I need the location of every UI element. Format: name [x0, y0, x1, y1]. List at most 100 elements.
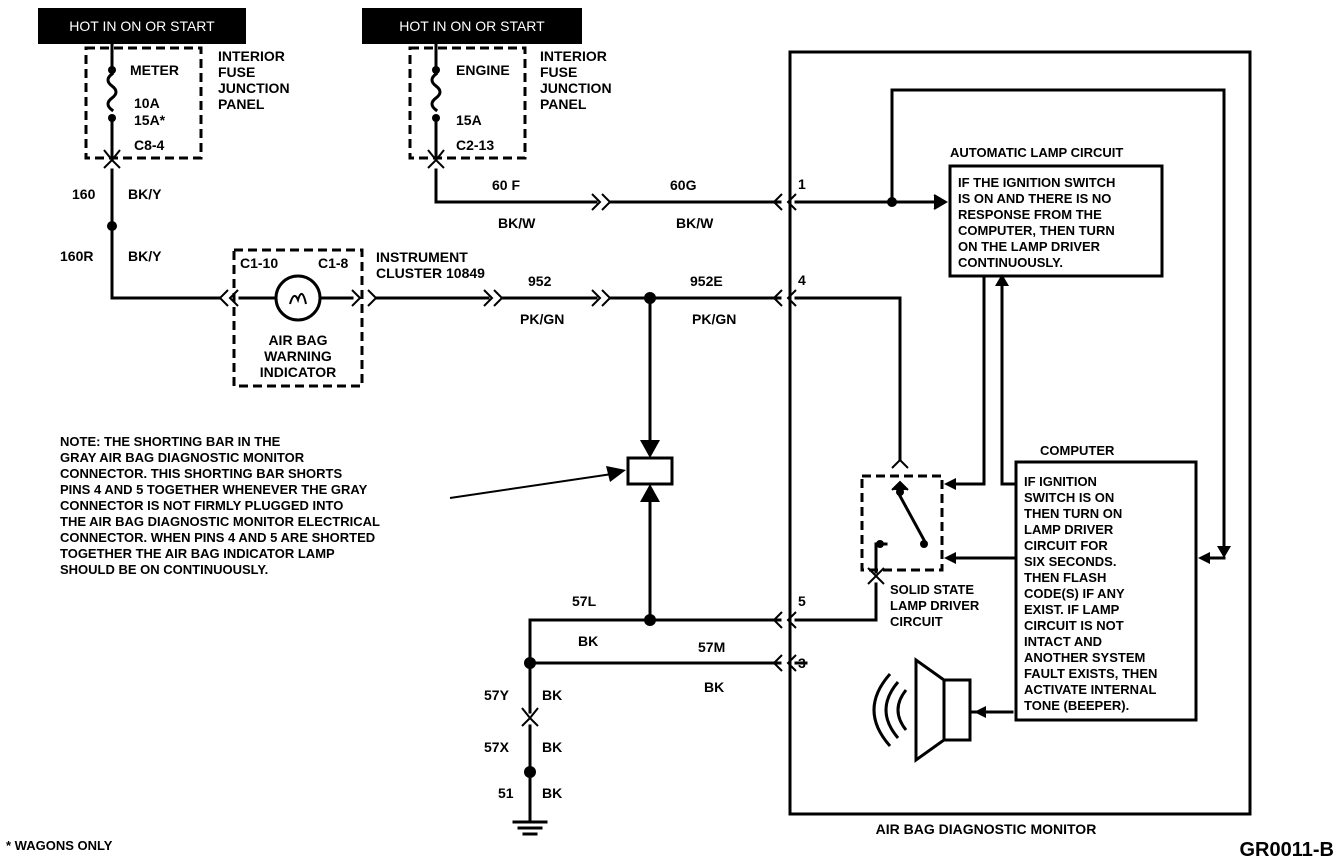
- driver-label-1: SOLID STATE: [890, 582, 974, 597]
- computer-text-9: EXIST. IF LAMP: [1024, 602, 1120, 617]
- driver-label-2: LAMP DRIVER: [890, 598, 980, 613]
- ground-wire-group: 57L BK 57M BK 57Y BK 57X BK 51 BK: [484, 593, 797, 836]
- diagnostic-monitor: AIR BAG DIAGNOSTIC MONITOR 1 4 5 3 AUTOM…: [788, 50, 1252, 837]
- panel-label-left-1: INTERIOR: [218, 48, 285, 64]
- computer-text-10: CIRCUIT IS NOT: [1024, 618, 1124, 633]
- wire-57y-color: BK: [542, 687, 562, 703]
- computer-text-8: CODE(S) IF ANY: [1024, 586, 1125, 601]
- wire-51-label: 51: [498, 785, 514, 801]
- indicator-dashed-box: [232, 248, 364, 388]
- wire-60-group: 60 F BK/W 60G BK/W: [434, 168, 797, 231]
- panel-label-right-3: JUNCTION: [540, 80, 612, 96]
- lamp-circuit-text-6: CONTINUOUSLY.: [958, 255, 1063, 270]
- header-left-text: HOT IN ON OR START: [69, 18, 215, 34]
- lamp-driver-box: [860, 474, 944, 572]
- computer-box: [1014, 460, 1198, 722]
- wire-952-group: 952 PK/GN 952E PK/GN: [374, 273, 797, 327]
- lamp-circuit-text-3: RESPONSE FROM THE: [958, 207, 1102, 222]
- computer-text-12: ANOTHER SYSTEM: [1024, 650, 1145, 665]
- wire-57y-label: 57Y: [484, 687, 510, 703]
- wire-60f-label: 60 F: [492, 177, 520, 193]
- diagram-id: GR0011-B: [1240, 839, 1335, 861]
- fuse-engine-rating: 15A: [456, 112, 482, 128]
- driver-label-3: CIRCUIT: [890, 614, 943, 629]
- wire-160-color: BK/Y: [128, 186, 162, 202]
- lamp-circuit-box: [948, 164, 1164, 278]
- panel-label-left-3: JUNCTION: [218, 80, 290, 96]
- pin-5: 5: [798, 593, 806, 609]
- wire-57m-label: 57M: [698, 639, 725, 655]
- fuse-meter-group: HOT IN ON OR START METER 10A 15A* C8-4 I…: [38, 8, 290, 169]
- computer-text-7: THEN FLASH: [1024, 570, 1106, 585]
- note-line-7: CONNECTOR. WHEN PINS 4 AND 5 ARE SHORTED: [60, 530, 375, 545]
- panel-label-right-4: PANEL: [540, 96, 587, 112]
- wire-952-color: PK/GN: [520, 311, 564, 327]
- header-right-text: HOT IN ON OR START: [399, 18, 545, 34]
- lamp-circuit-text-2: IS ON AND THERE IS NO: [958, 191, 1111, 206]
- computer-text-2: SWITCH IS ON: [1024, 490, 1114, 505]
- note-line-3: CONNECTOR. THIS SHORTING BAR SHORTS: [60, 466, 342, 481]
- wire-160r-label: 160R: [60, 248, 93, 264]
- indicator-conn-right: C1-8: [318, 255, 349, 271]
- shorting-bar: [626, 456, 674, 486]
- fuse-panel-right-box: [408, 46, 527, 160]
- wire-952e-color: PK/GN: [692, 311, 736, 327]
- computer-text-15: TONE (BEEPER).: [1024, 698, 1129, 713]
- note-group: NOTE: THE SHORTING BAR IN THE GRAY AIR B…: [60, 434, 380, 577]
- lamp-circuit-text-4: COMPUTER, THEN TURN: [958, 223, 1115, 238]
- computer-text-14: ACTIVATE INTERNAL: [1024, 682, 1156, 697]
- computer-text-4: LAMP DRIVER: [1024, 522, 1114, 537]
- note-line-9: SHOULD BE ON CONTINUOUSLY.: [60, 562, 268, 577]
- note-line-6: THE AIR BAG DIAGNOSTIC MONITOR ELECTRICA…: [60, 514, 380, 529]
- fuse-panel-left-box: [84, 46, 203, 160]
- cluster-label-2: CLUSTER 10849: [376, 265, 485, 281]
- header-bar-right: [362, 8, 582, 44]
- monitor-outline: [788, 50, 1252, 816]
- header-bar-left: [38, 8, 246, 44]
- pin-4: 4: [798, 272, 806, 288]
- panel-label-left-2: FUSE: [218, 64, 255, 80]
- wire-952e-label: 952E: [690, 273, 723, 289]
- fuse-meter-rating-alt: 15A*: [134, 112, 166, 128]
- wire-57l-color: BK: [578, 633, 598, 649]
- wire-160-group: 160 BK/Y 160R BK/Y: [60, 168, 222, 300]
- lamp-circuit-text-5: ON THE LAMP DRIVER: [958, 239, 1101, 254]
- shorting-bar-group: [449, 296, 674, 622]
- computer-text-5: CIRCUIT FOR: [1024, 538, 1108, 553]
- fuse-engine-group: HOT IN ON OR START ENGINE 15A C2-13 INTE…: [362, 8, 612, 169]
- wire-57m-color: BK: [704, 679, 724, 695]
- note-line-5: CONNECTOR IS NOT FIRMLY PLUGGED INTO: [60, 498, 343, 513]
- lamp-circuit-title: AUTOMATIC LAMP CIRCUIT: [950, 145, 1123, 160]
- pin-1: 1: [798, 176, 806, 192]
- wire-60g-label: 60G: [670, 177, 697, 193]
- wire-51-color: BK: [542, 785, 562, 801]
- computer-text-3: THEN TURN ON: [1024, 506, 1122, 521]
- note-line-8: TOGETHER THE AIR BAG INDICATOR LAMP: [60, 546, 335, 561]
- cluster-label-1: INSTRUMENT: [376, 249, 468, 265]
- fuse-meter-icon: [106, 71, 118, 113]
- fuse-meter-circuit: METER: [130, 62, 179, 78]
- note-line-2: GRAY AIR BAG DIAGNOSTIC MONITOR: [60, 450, 305, 465]
- wire-57x-color: BK: [542, 739, 562, 755]
- computer-text-6: SIX SECONDS.: [1024, 554, 1116, 569]
- note-line-4: PINS 4 AND 5 TOGETHER WHENEVER THE GRAY: [60, 482, 368, 497]
- indicator-label-2: WARNING: [264, 348, 332, 364]
- indicator-conn-left: C1-10: [240, 255, 278, 271]
- wire-952-label: 952: [528, 273, 552, 289]
- fuse-meter-rating: 10A: [134, 95, 160, 111]
- wire-160-label: 160: [72, 186, 96, 202]
- computer-text-13: FAULT EXISTS, THEN: [1024, 666, 1157, 681]
- wire-57x-label: 57X: [484, 739, 510, 755]
- panel-label-right-2: FUSE: [540, 64, 577, 80]
- lamp-driver-switch: [897, 493, 927, 543]
- wire-60f-color: BK/W: [498, 215, 536, 231]
- panel-label-left-4: PANEL: [218, 96, 265, 112]
- footnote: * WAGONS ONLY: [6, 838, 113, 853]
- panel-label-right-1: INTERIOR: [540, 48, 607, 64]
- computer-title: COMPUTER: [1040, 443, 1115, 458]
- speaker-icon: [872, 657, 1014, 763]
- computer-text-1: IF IGNITION: [1024, 474, 1097, 489]
- indicator-label-3: INDICATOR: [260, 364, 336, 380]
- wire-60g-color: BK/W: [676, 215, 714, 231]
